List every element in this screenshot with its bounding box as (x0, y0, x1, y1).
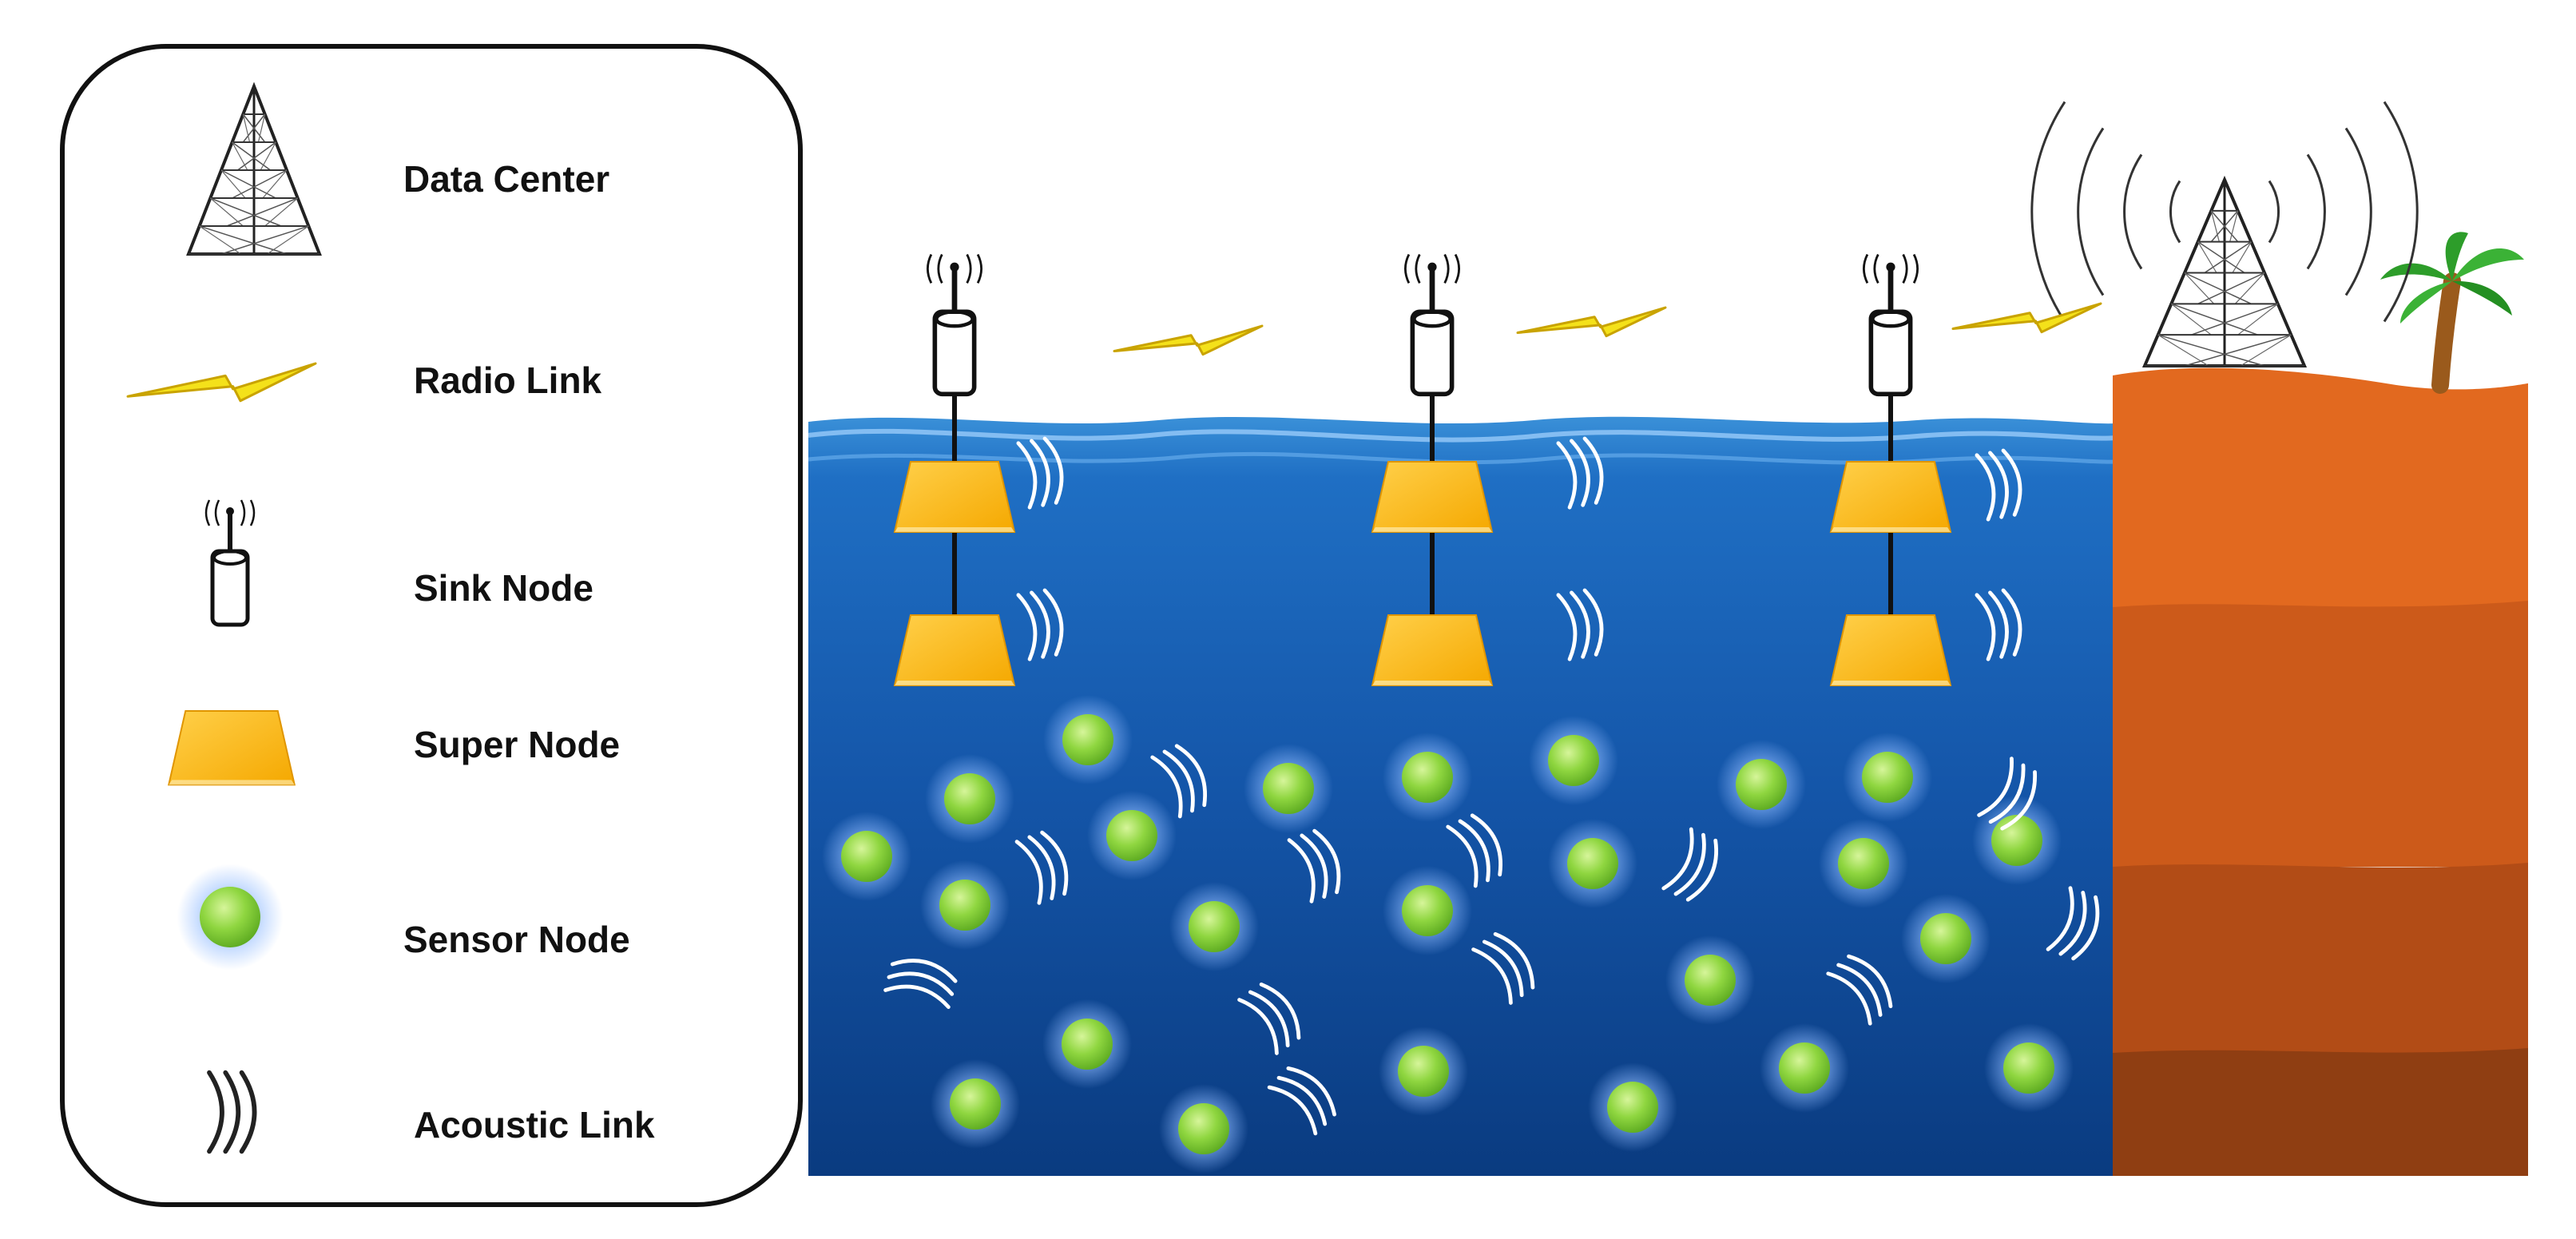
lightning-icon (1113, 324, 1264, 356)
sensor-node-icon (1760, 1023, 1849, 1113)
sensor-node-icon (1984, 1023, 2074, 1113)
sink-node-icon (204, 499, 256, 627)
ocean-surface-wave (808, 428, 2118, 443)
palm-tree-icon (2380, 232, 2524, 394)
land-layer-2 (2113, 601, 2528, 867)
sensor-node-icon (1042, 999, 1132, 1089)
radio-wave-arc (2077, 127, 2105, 296)
ocean-surface-wave-2 (808, 451, 2118, 465)
acoustic-wave-icon (1016, 588, 1064, 661)
acoustic-wave-icon (1975, 448, 2022, 522)
radio-wave-arc (2169, 180, 2181, 244)
sensor-node-icon (1548, 819, 1637, 908)
sensor-node-icon (177, 864, 284, 971)
acoustic-wave-icon (2046, 886, 2100, 961)
sensor-node-icon (1665, 935, 1755, 1025)
super-node-icon (1371, 614, 1494, 686)
acoustic-wave-icon (1237, 982, 1301, 1055)
tower-icon (2141, 175, 2308, 367)
sensor-node-icon (920, 860, 1010, 950)
acoustic-wave-icon (1556, 436, 1604, 510)
super-node-icon (1371, 461, 1494, 533)
legend-label-data-center: Data Center (403, 158, 609, 200)
lightning-icon (1516, 306, 1667, 338)
sensor-node-icon (1383, 733, 1472, 822)
sensor-node-icon (1383, 866, 1472, 955)
acoustic-wave-icon (1446, 813, 1502, 888)
legend-label-super-node: Super Node (414, 724, 620, 765)
acoustic-wave-icon (1661, 827, 1718, 902)
sensor-node-icon (925, 754, 1014, 844)
sensor-node-icon (1043, 695, 1133, 784)
acoustic-wave-icon (1014, 830, 1069, 905)
radio-wave-arc (2344, 127, 2372, 296)
radio-wave-arc (2123, 153, 2143, 270)
acoustic-wave-icon (1977, 757, 2037, 831)
super-node-icon (1829, 614, 1952, 686)
acoustic-wave-icon (1975, 588, 2022, 661)
legend-label-acoustic-link: Acoustic Link (414, 1104, 655, 1146)
lightning-icon (1951, 302, 2102, 334)
radio-wave-arc (2268, 180, 2280, 244)
acoustic-wave-icon (1471, 931, 1535, 1005)
land (2113, 367, 2529, 1176)
super-node-icon (1829, 461, 1952, 533)
land-layer-3 (2113, 863, 2528, 1053)
acoustic-wave-icon (883, 959, 958, 1009)
legend-labels: Data Center Radio Link Sink Node Super N… (403, 158, 655, 1146)
legend-icons (126, 81, 322, 1154)
sensor-node-icon (1843, 733, 1932, 822)
acoustic-wave-icon (1267, 1066, 1337, 1136)
legend-label-sink-node: Sink Node (414, 567, 593, 609)
sensor-node-icon (1819, 819, 1908, 908)
acoustic-wave-icon (207, 1070, 257, 1154)
network-elements (822, 101, 2419, 1173)
sink-node-icon (1404, 253, 1460, 397)
sensor-node-icon (1717, 740, 1806, 829)
legend-label-radio-link: Radio Link (414, 359, 602, 401)
acoustic-wave-icon (1556, 588, 1604, 661)
sensor-node-icon (1901, 894, 1991, 983)
super-node-icon (167, 710, 296, 786)
sensor-node-icon (1087, 791, 1177, 880)
sensor-node-icon (1169, 882, 1259, 971)
sink-node-icon (1863, 253, 1919, 397)
super-node-icon (893, 614, 1016, 686)
tower-icon (186, 81, 322, 256)
acoustic-wave-icon (1016, 436, 1064, 510)
radio-wave-arc (2306, 153, 2326, 270)
land-layer-top (2113, 367, 2529, 607)
legend-label-sensor-node: Sensor Node (403, 919, 630, 960)
acoustic-wave-icon (1826, 954, 1893, 1026)
sensor-node-icon (1244, 744, 1333, 833)
sensor-node-icon (822, 812, 911, 901)
legend-panel: Data Center Radio Link Sink Node Super N… (60, 44, 803, 1207)
radio-wave-arc (2030, 101, 2066, 323)
radio-wave-arc (2383, 101, 2419, 323)
sensor-node-icon (1379, 1027, 1468, 1116)
acoustic-wave-icon (1150, 744, 1207, 819)
sensor-node-icon (1529, 716, 1618, 805)
sensor-node-icon (1159, 1084, 1248, 1173)
sink-node-icon (927, 253, 982, 397)
super-node-icon (893, 461, 1016, 533)
lightning-icon (126, 362, 317, 403)
sensor-node-icon (1588, 1062, 1677, 1152)
acoustic-wave-icon (1287, 828, 1341, 903)
land-layer-4 (2113, 1048, 2528, 1176)
sensor-node-icon (931, 1059, 1020, 1149)
legend-border (60, 44, 803, 1207)
